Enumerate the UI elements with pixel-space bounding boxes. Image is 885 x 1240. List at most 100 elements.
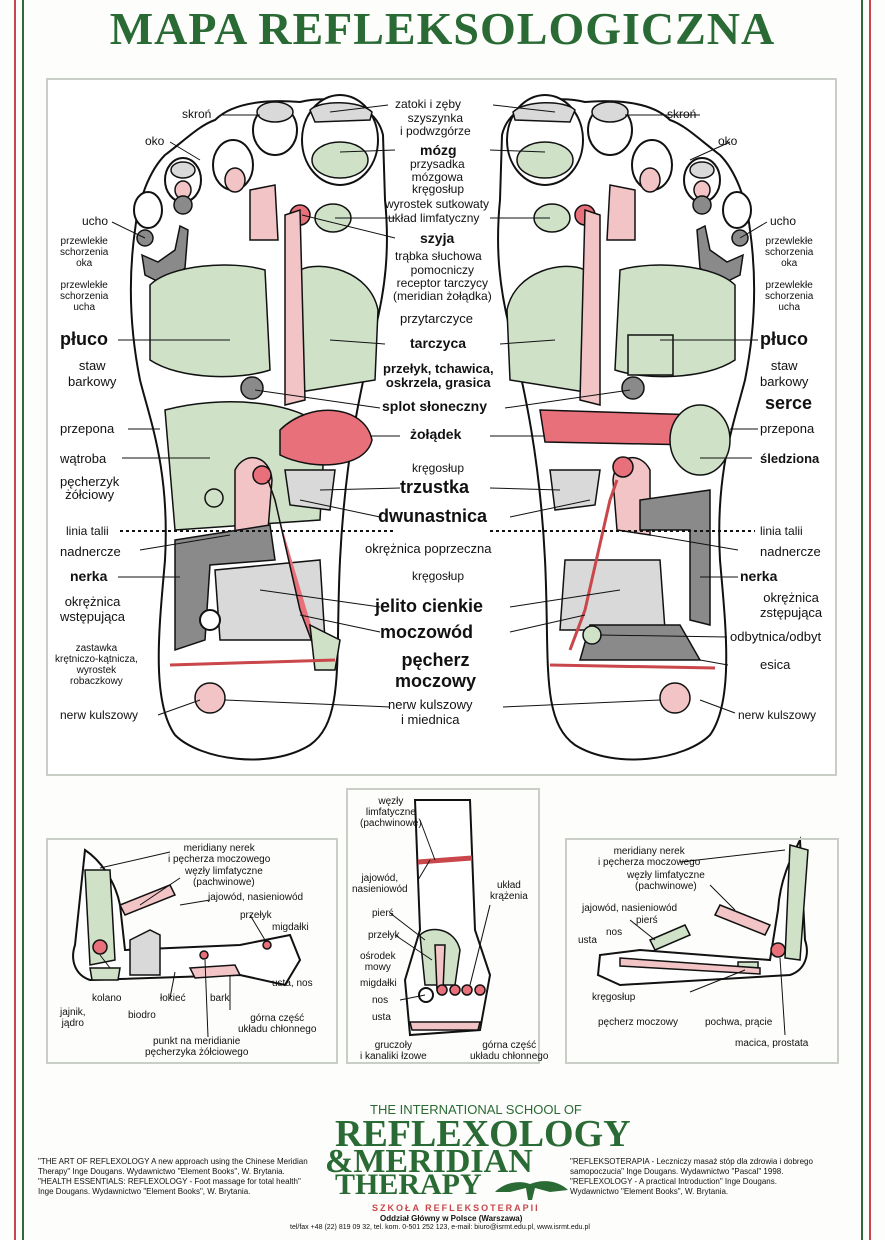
center-label-nerw-kul: nerw kulszowy i miednica [388, 697, 473, 727]
right-label-nadnercze: nadnercze [760, 544, 821, 559]
right-label-odbytnica: odbytnica/odbyt [730, 629, 822, 644]
center-label-przytarczyce: przytarczyce [400, 311, 473, 326]
left-label-pecherzyk: pęcherzyk żółciowy [60, 474, 120, 502]
center-label-mozg: mózg [420, 142, 457, 158]
bl-wezly: węzły limfatyczne (pachwinowe) [185, 866, 263, 888]
leader-lines [111, 104, 768, 716]
bc-wezly: węzły limfatyczne (pachwinowe) [360, 796, 422, 829]
right-label-ucha: przewlekłe schorzenia ucha [765, 280, 814, 313]
bc-jajowod: jajowód, nasieniowód [352, 873, 408, 895]
bl-jajowod: jajowód, nasieniowód [208, 892, 304, 903]
top-foot-center-panel [346, 788, 540, 1064]
logo-meridian: &MERIDIAN [325, 1143, 533, 1180]
center-label-wyrostek: wyrostek sutkowaty [385, 197, 490, 211]
center-label-okreznica-pop: okrężnica poprzeczna [365, 541, 492, 556]
logo-reflexology: REFLEXOLOGY [335, 1113, 631, 1155]
right-label-oko: oko [718, 134, 738, 148]
br-meridiany: meridiany nerek i pęcherza moczowego [598, 846, 701, 868]
bc-gorna: górna część układu chłonnego [470, 1040, 549, 1062]
center-label-moczowod: moczowód [380, 622, 473, 642]
left-label-oko: oko [145, 134, 165, 148]
bottom-leader-lines [99, 819, 786, 1038]
right-foot [497, 94, 756, 761]
right-label-esica: esica [760, 657, 791, 672]
right-label-sledziona: śledziona [760, 451, 820, 466]
left-trzustka [284, 469, 336, 511]
left-label-ucho: ucho [82, 214, 109, 228]
right-label-nerka: nerka [740, 568, 778, 584]
center-label-pecherz: pęcherz moczowy [395, 650, 477, 691]
left-label-watroba: wątroba [60, 451, 107, 466]
left-mozg [311, 141, 369, 179]
left-label-nadnercze: nadnercze [60, 544, 121, 559]
left-label-nerw: nerw kulszowy [60, 708, 139, 722]
right-label-przepona: przepona [760, 421, 815, 436]
bl-biodro: biodro [128, 1010, 156, 1021]
logo-contact: tel/fax +48 (22) 819 09 32, tel. kom. 0-… [290, 1224, 590, 1231]
logo-szkola: SZKOŁA REFLEKSOTERAPII [372, 1203, 540, 1213]
right-label-staw: staw barkowy [760, 358, 809, 389]
right-label-okreznica: okrężnica zstępująca [760, 590, 823, 620]
right-serce [627, 334, 674, 376]
right-label-oka: przewlekłe schorzenia oka [765, 236, 814, 269]
left-label-przepona: przepona [60, 421, 115, 436]
br-wezly: węzły limfatyczne (pachwinowe) [627, 870, 705, 892]
bl-kolano: kolano [92, 993, 122, 1004]
left-toe-5 [133, 191, 163, 229]
left-label-zastawka: zastawka krętniczo-kątnicza, wyrostek ro… [55, 643, 138, 687]
left-label-linia: linia talii [66, 524, 109, 538]
bl-gorna: górna część układu chłonnego [238, 1013, 317, 1035]
center-label-kregoslup2: kręgosłup [412, 461, 465, 475]
center-label-zatoki: zatoki i zęby [395, 97, 462, 111]
center-label-przelyk: przełyk, tchawica, oskrzela, grasica [383, 361, 494, 390]
bl-lokiec: łokieć [160, 993, 186, 1004]
br-jajowod: jajowód, nasieniowód [582, 903, 678, 914]
left-pluco [149, 264, 271, 378]
bl-meridiany: meridiany nerek i pęcherza moczowego [168, 843, 271, 865]
right-label-skron: skroń [667, 107, 697, 121]
side-foot-left-panel [46, 838, 338, 1064]
bl-bark: bark [210, 993, 230, 1004]
center-label-trabka: trąbka słuchowa [395, 249, 482, 263]
ref-left: "THE ART OF REFLEXOLOGY A new approach u… [38, 1157, 308, 1196]
center-label-tarczyca: tarczyca [410, 335, 467, 351]
top-foot-center-drawing [403, 799, 492, 1037]
center-label-uklad: układ limfatyczny [388, 211, 480, 225]
logo-tree-icon [490, 1172, 570, 1200]
br-pochwa: pochwa, prącie [705, 1017, 773, 1028]
br-piers: pierś [636, 915, 658, 926]
br-usta: usta [578, 935, 597, 946]
left-zatoki [309, 102, 373, 123]
center-label-kregoslup1: kręgosłup [412, 182, 465, 196]
right-label-linia: linia talii [760, 524, 803, 538]
left-label-skron: skroń [182, 107, 212, 121]
left-label-staw: staw barkowy [68, 358, 117, 389]
center-label-jelito: jelito cienkie [375, 596, 484, 616]
side-foot-right-drawing [596, 836, 809, 987]
bc-gruczoly: gruczoły i kanaliki łzowe [360, 1040, 427, 1062]
left-zoladek [279, 409, 373, 466]
bl-migdalki: migdałki [272, 922, 309, 933]
logo-therapy: THERAPY [335, 1168, 482, 1201]
center-label-szyszynka: szyszynka i podwzgórze [400, 111, 471, 138]
right-jelito [559, 559, 666, 631]
br-macica: macica, prostata [735, 1038, 809, 1049]
right-label-ucho: ucho [770, 214, 797, 228]
br-pecherz: pęcherz moczowy [598, 1017, 679, 1028]
bc-piers: pierś [372, 908, 394, 919]
left-label-oka: przewlekłe schorzenia oka [60, 236, 109, 269]
ref-right: "REFLEKSOTERAPIA - Leczniczy masaż stóp … [570, 1157, 813, 1196]
right-frame-stripe [861, 0, 871, 1240]
center-label-trzustka: trzustka [400, 477, 470, 497]
left-foot [129, 94, 388, 761]
bc-nos: nos [372, 995, 389, 1006]
left-label-ucha: przewlekłe schorzenia ucha [60, 280, 109, 313]
bl-jajnik: jajnik, jądro [60, 1007, 86, 1029]
left-label-okreznica: okrężnica wstępująca [60, 594, 126, 624]
bl-usta: usta, nos [272, 978, 313, 989]
logo-oddzial: Oddział Główny w Polsce (Warszawa) [380, 1214, 523, 1223]
center-label-dwunastnica: dwunastnica [378, 506, 488, 526]
bc-uklad: układ krążenia [490, 880, 528, 902]
center-label-kregoslup3: kręgosłup [412, 569, 465, 583]
